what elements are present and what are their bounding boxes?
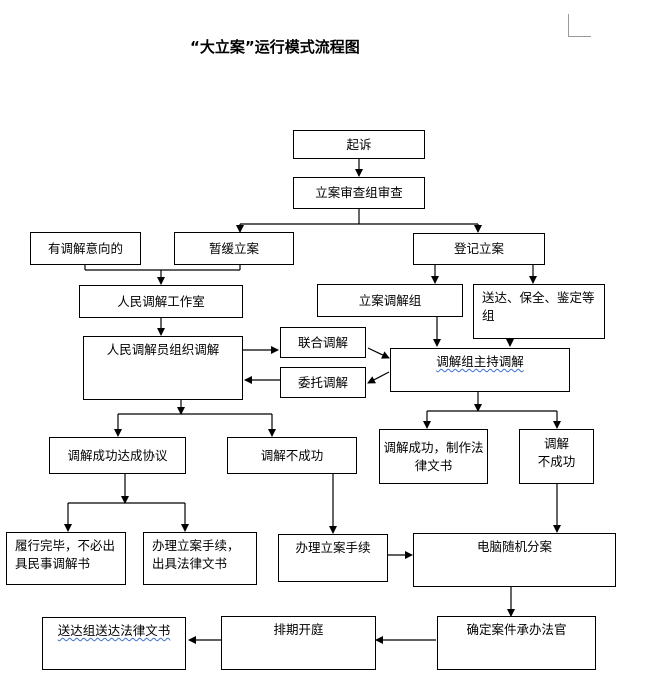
node-chenggong-wenshu: 调解成功，制作法律文书 [379, 429, 488, 484]
node-zhuchi-label: 调解组主持调解 [436, 354, 524, 369]
node-songdazu: 送达组送达法律文书 [42, 617, 186, 670]
diagram-title: “大立案”运行模式流程图 [190, 38, 360, 56]
node-zanhuan: 暂缓立案 [174, 232, 294, 265]
node-renmin-zuzhi: 人民调解员组织调解 [83, 336, 243, 400]
node-lian-tiaojiezu: 立案调解组 [317, 284, 463, 317]
node-tiaojie-line: 调解 [543, 436, 569, 451]
node-youtiaojie: 有调解意向的 [30, 232, 141, 265]
node-gongzuoshi: 人民调解工作室 [79, 285, 243, 318]
node-bu-chenggong2-line: 不成功 [537, 454, 576, 469]
node-bu-chenggong: 调解不成功 [227, 437, 357, 474]
node-bu-chenggong-right: 调解 不成功 [519, 429, 594, 484]
node-songdazu-label: 送达组送达法律文书 [57, 623, 171, 638]
node-weituo: 委托调解 [280, 367, 366, 398]
node-banli-chuju: 办理立案手续，出具法律文书 [143, 532, 257, 585]
node-shencha: 立案审查组审查 [293, 177, 425, 209]
node-lvxing: 履行完毕，不必出具民事调解书 [6, 532, 126, 585]
node-diannao: 电脑随机分案 [413, 533, 616, 587]
node-chenggong-xieyi: 调解成功达成协议 [49, 437, 186, 474]
arrow-lianhe-zhuchi [367, 347, 390, 359]
node-paiqi: 排期开庭 [221, 616, 376, 670]
page-corner-mark [568, 14, 591, 37]
node-banli: 办理立案手续 [278, 534, 388, 582]
node-queding: 确定案件承办法官 [437, 616, 596, 670]
node-qisu: 起诉 [293, 130, 425, 159]
node-songda-baoquan: 送达、保全、鉴定等组 [473, 284, 605, 339]
node-lianhe: 联合调解 [280, 327, 366, 358]
node-dengji: 登记立案 [413, 233, 545, 265]
node-zhuchi: 调解组主持调解 [390, 348, 570, 392]
arrow-zhuchi-weituo [367, 371, 390, 384]
